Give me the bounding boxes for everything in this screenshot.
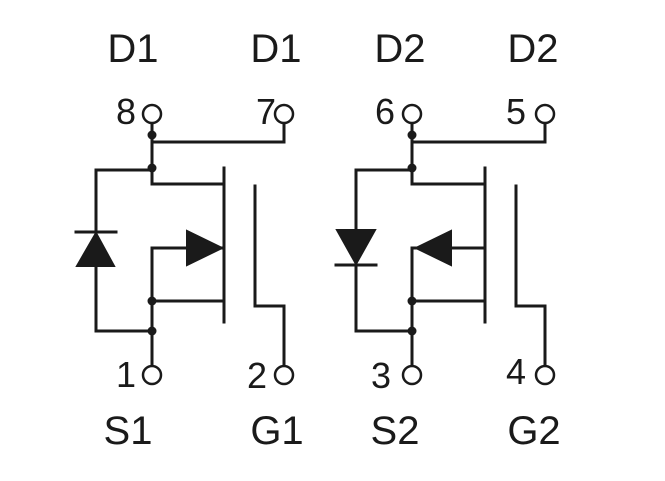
pin-name-d1-left: D1 xyxy=(107,27,158,71)
pin-name-s1: S1 xyxy=(104,409,153,453)
pin-number-6: 6 xyxy=(375,91,395,132)
junction-dot-1a xyxy=(147,130,157,140)
pin-name-d1-right: D1 xyxy=(250,27,301,71)
body-diode-1-icon xyxy=(75,230,116,267)
junction-dot-2b xyxy=(407,163,417,173)
pin-7-terminal xyxy=(273,103,295,125)
junction-dot-1c xyxy=(147,296,157,306)
pin-number-4: 4 xyxy=(506,351,526,392)
mosfet-1-symbol xyxy=(74,116,286,367)
pin-number-7: 7 xyxy=(256,91,276,132)
gate-bar-1 xyxy=(253,184,286,367)
pin-4-terminal xyxy=(534,364,556,386)
pin-name-s2: S2 xyxy=(371,409,420,453)
pin-name-g2: G2 xyxy=(507,409,560,453)
junction-dot-2a xyxy=(407,130,417,140)
pin-1-terminal xyxy=(141,364,163,386)
drain-bus-1 xyxy=(150,116,286,144)
pin-name-d2-left: D2 xyxy=(374,27,425,71)
pin-name-d2-right: D2 xyxy=(507,27,558,71)
gate-bar-2 xyxy=(514,184,547,367)
pin-8-terminal xyxy=(141,103,163,125)
junction-dot-2c xyxy=(407,296,417,306)
pin-number-3: 3 xyxy=(371,355,391,396)
pin-5-terminal xyxy=(534,103,556,125)
pin-number-5: 5 xyxy=(506,91,526,132)
pin-number-1: 1 xyxy=(116,354,136,395)
channel-arrow-1-icon xyxy=(186,229,225,267)
junction-dot-1d xyxy=(147,326,157,336)
body-diode-2-icon xyxy=(335,229,377,267)
mosfet-2-symbol xyxy=(334,116,547,367)
pin-number-8: 8 xyxy=(116,91,136,132)
channel-arrow-2-icon xyxy=(413,229,452,267)
pin-6-terminal xyxy=(401,103,423,125)
pin-number-2: 2 xyxy=(247,355,267,396)
junction-dot-1b xyxy=(147,163,157,173)
pin-3-terminal xyxy=(401,364,423,386)
pin-2-terminal xyxy=(273,364,295,386)
junction-dot-2d xyxy=(407,326,417,336)
drain-bus-2 xyxy=(410,116,547,144)
pin-name-g1: G1 xyxy=(250,409,303,453)
